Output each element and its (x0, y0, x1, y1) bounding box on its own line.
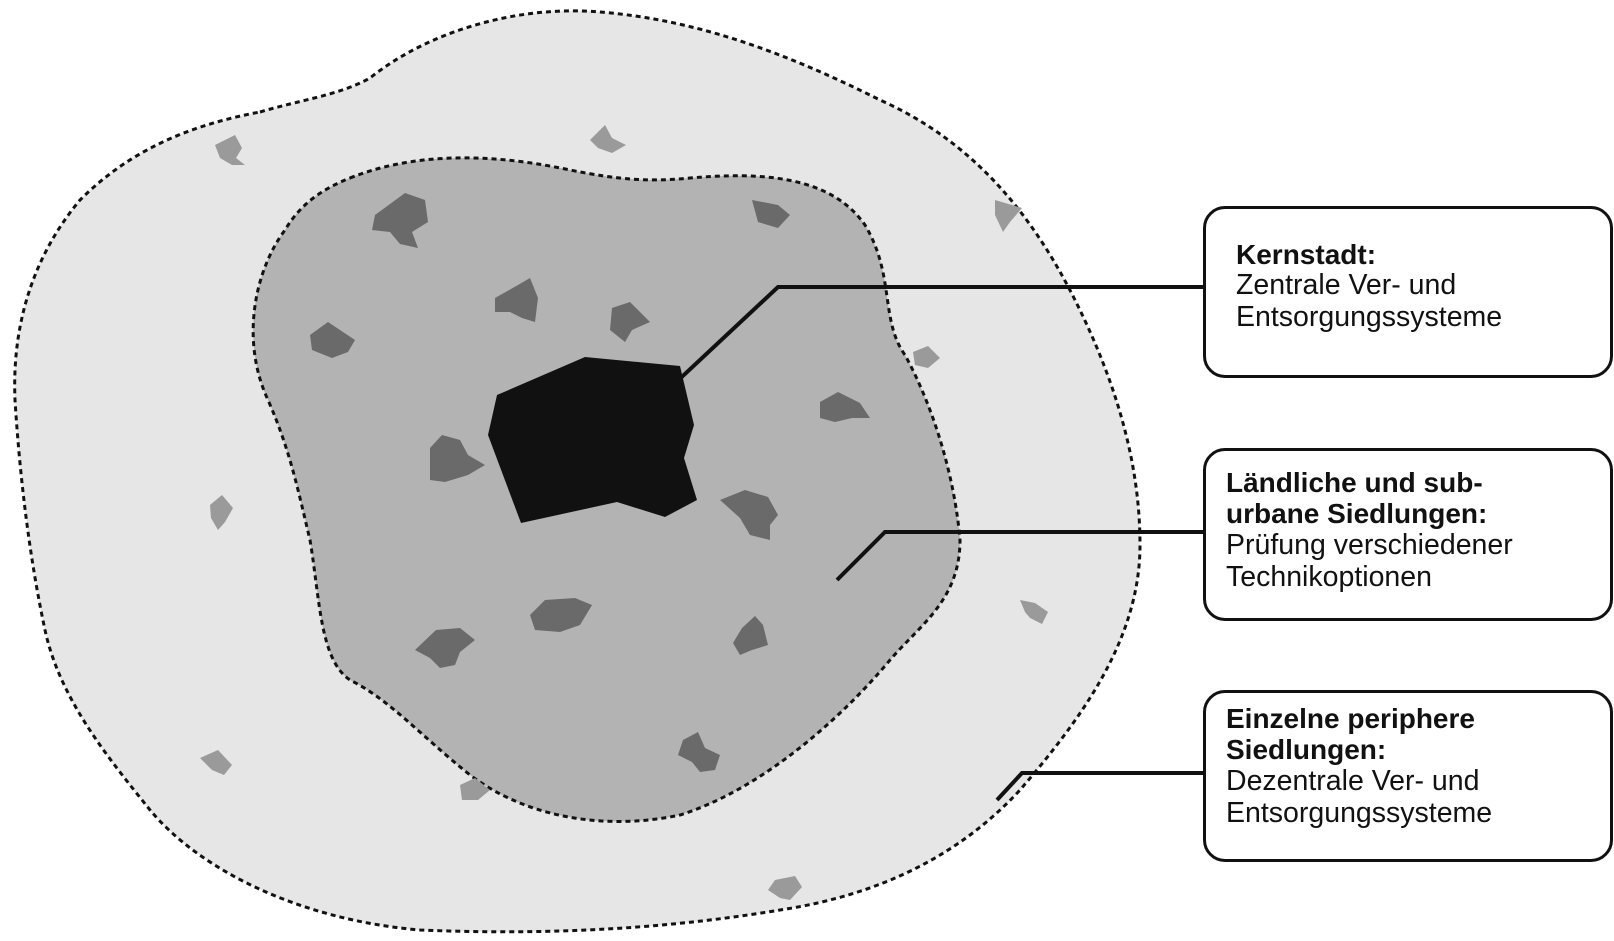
suburban-settlement (752, 200, 790, 228)
peripheral-settlement (210, 495, 233, 530)
suburban-settlement (610, 302, 650, 342)
suburban-title-line-2: urbane Siedlungen: (1226, 498, 1488, 530)
kernstadt-leader-line (653, 285, 1203, 404)
suburban-settlement (820, 392, 870, 422)
suburban-leader-line (835, 530, 1203, 582)
periphery-desc-line-1: Dezentrale Ver- und (1226, 764, 1480, 797)
suburban-settlement (530, 598, 592, 632)
suburban-title-line-1: Ländliche und sub- (1226, 467, 1483, 498)
peripheral-settlement (768, 876, 802, 900)
suburban-settlement (430, 435, 485, 482)
periphery-title-line-1: Einzelne periphere (1226, 703, 1475, 734)
kernstadt-title: Kernstadt: (1236, 239, 1377, 270)
peripheral-settlement (215, 135, 245, 165)
peripheral-settlement (590, 125, 626, 153)
suburban-settlement (415, 628, 475, 668)
kernstadt-desc-line-2: Entsorgungssysteme (1236, 301, 1503, 334)
suburban-settlement (372, 193, 428, 248)
kernstadt-desc-line-1: Zentrale Ver- und (1236, 269, 1457, 302)
suburban-label-box: Ländliche und sub- urbane Siedlungen: Pr… (1203, 448, 1613, 621)
peripheral-settlement (913, 346, 940, 368)
periphery-label-box: Einzelne periphere Siedlungen: Dezentral… (1203, 690, 1613, 862)
suburban-settlement (495, 278, 538, 322)
periphery-leader-line (995, 771, 1203, 802)
suburban-settlement (678, 732, 720, 772)
peripheral-settlement (1020, 600, 1048, 624)
kernstadt-label-box: Kernstadt: Zentrale Ver- und Entsorgungs… (1203, 206, 1613, 378)
suburban-desc-line-1: Prüfung verschiedener (1226, 528, 1513, 561)
peripheral-settlement (995, 200, 1022, 232)
suburban-desc-line-2: Technikoptionen (1226, 560, 1432, 593)
suburban-settlement (310, 322, 355, 358)
suburban-settlement (720, 490, 778, 540)
peripheral-settlement (460, 778, 490, 800)
periphery-desc-line-2: Entsorgungssysteme (1226, 796, 1493, 829)
core-city (488, 357, 697, 523)
peripheral-settlement (200, 750, 232, 775)
suburban-settlement (733, 616, 768, 655)
periphery-title-line-2: Siedlungen: (1226, 734, 1387, 766)
